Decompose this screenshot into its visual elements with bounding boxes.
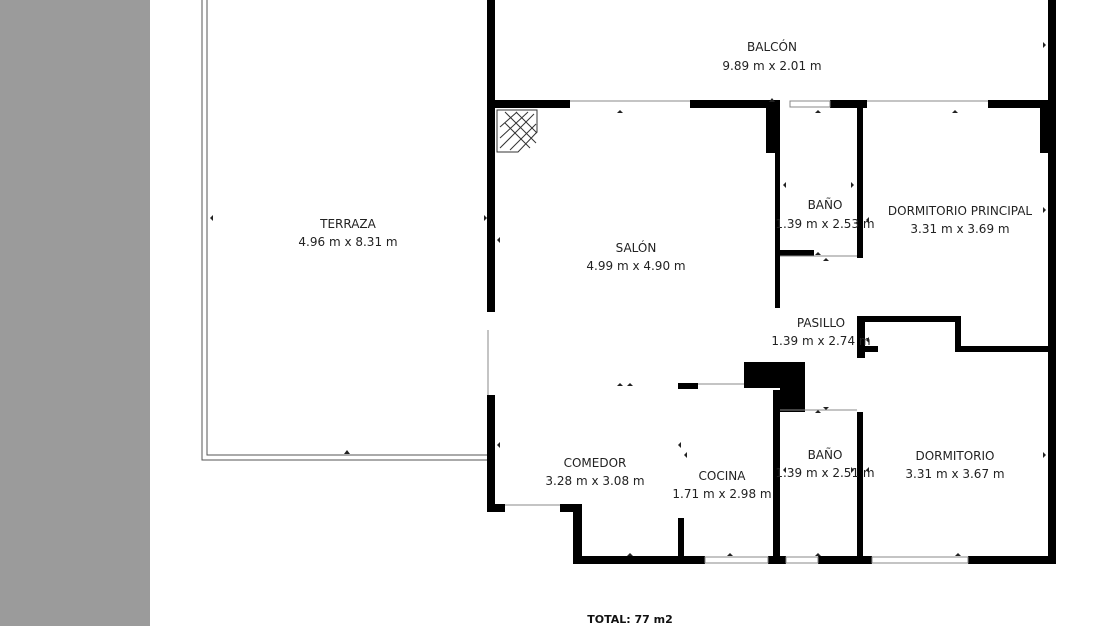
room-name-bano-2: BAÑO bbox=[808, 447, 843, 462]
room-labels: BALCÓN 9.89 m x 2.01 m TERRAZA 4.96 m x … bbox=[298, 39, 1032, 501]
room-name-cocina: COCINA bbox=[699, 469, 747, 483]
room-dims-comedor: 3.28 m x 3.08 m bbox=[545, 474, 644, 488]
room-dims-cocina: 1.71 m x 2.98 m bbox=[672, 487, 771, 501]
room-dims-salon: 4.99 m x 4.90 m bbox=[586, 259, 685, 273]
room-dims-bano-2: 1.39 m x 2.51 m bbox=[775, 466, 874, 480]
room-dims-pasillo: 1.39 m x 2.74 m bbox=[771, 334, 870, 348]
room-dims-balcon: 9.89 m x 2.01 m bbox=[722, 59, 821, 73]
terraza-outline bbox=[201, 0, 488, 461]
fireplace bbox=[496, 109, 538, 153]
windows bbox=[487, 100, 988, 564]
room-dims-terraza: 4.96 m x 8.31 m bbox=[298, 235, 397, 249]
room-name-dormitorio: DORMITORIO bbox=[915, 449, 994, 463]
side-panel bbox=[0, 0, 150, 626]
room-name-bano-1: BAÑO bbox=[808, 197, 843, 212]
walls bbox=[487, 0, 1056, 564]
room-name-balcon: BALCÓN bbox=[747, 39, 797, 54]
room-name-terraza: TERRAZA bbox=[319, 217, 377, 231]
room-name-salon: SALÓN bbox=[616, 240, 657, 255]
room-dims-bano-1: 1.39 m x 2.53 m bbox=[775, 217, 874, 231]
total-area: TOTAL: 77 m2 bbox=[587, 613, 673, 626]
room-name-pasillo: PASILLO bbox=[797, 316, 845, 330]
room-name-comedor: COMEDOR bbox=[564, 456, 627, 470]
room-name-dormitorio-principal: DORMITORIO PRINCIPAL bbox=[888, 204, 1033, 218]
room-dims-dormitorio-principal: 3.31 m x 3.69 m bbox=[910, 222, 1009, 236]
room-dims-dormitorio: 3.31 m x 3.67 m bbox=[905, 467, 1004, 481]
dimension-ticks bbox=[210, 42, 1046, 556]
